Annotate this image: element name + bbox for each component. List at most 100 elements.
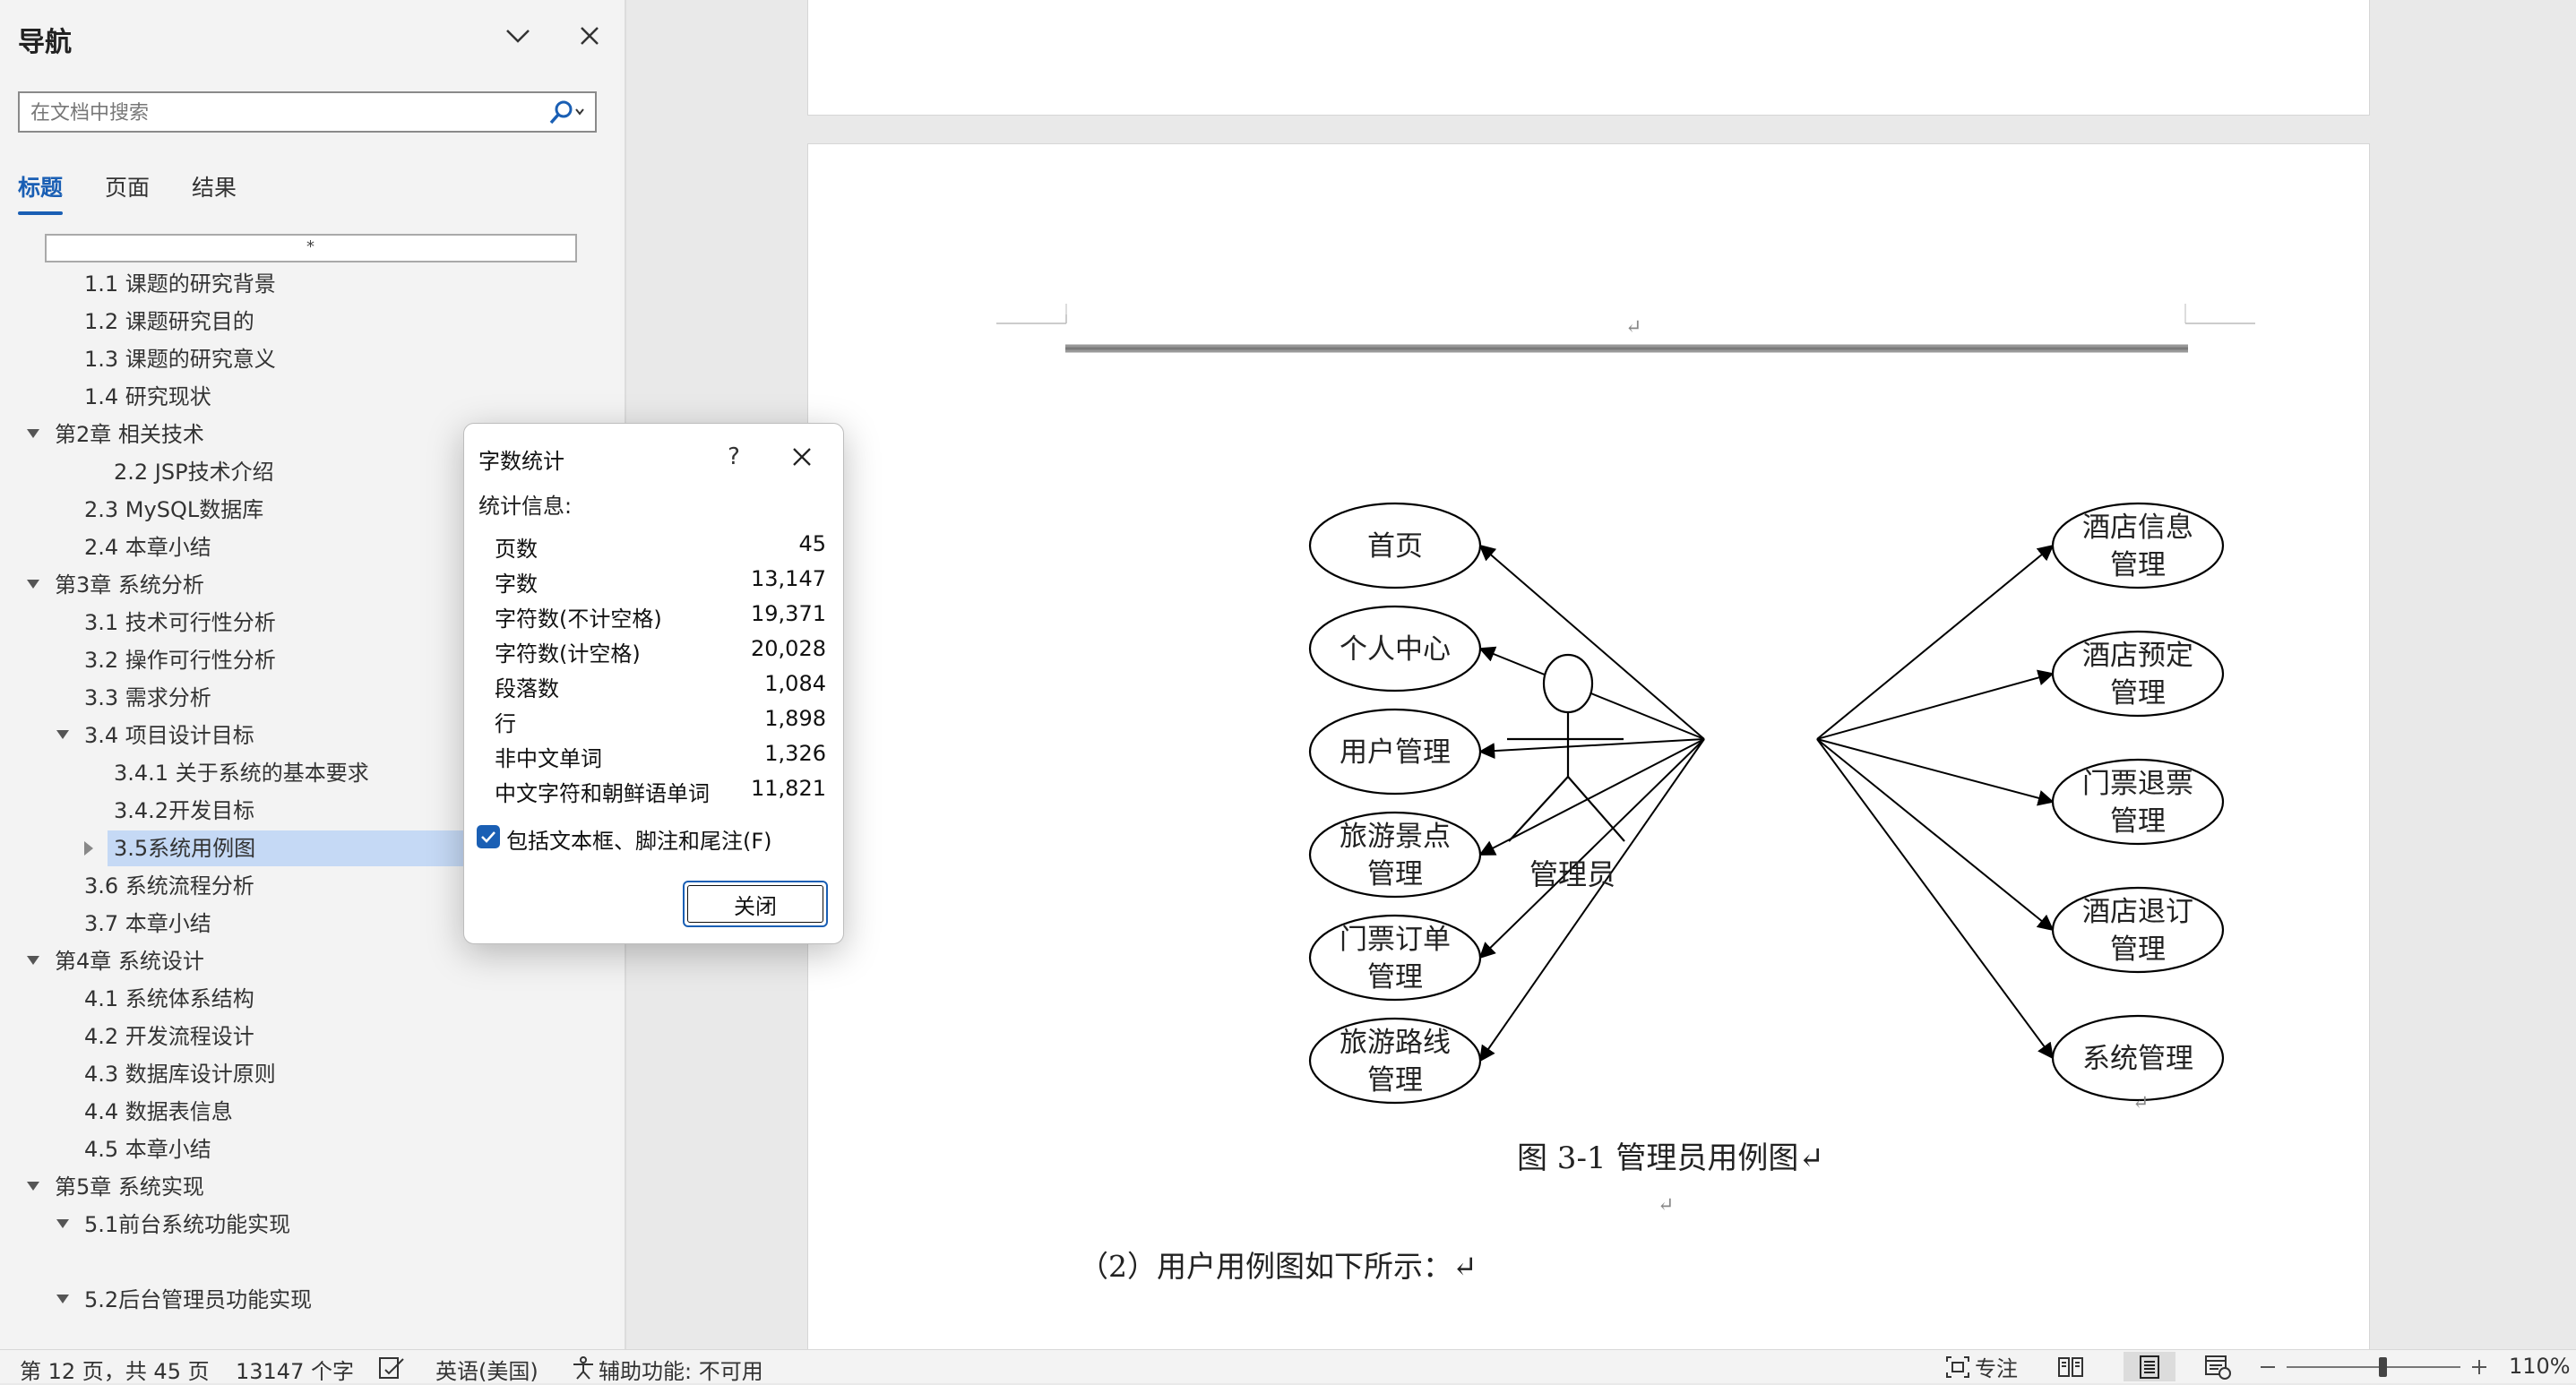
focus-label: 专注 xyxy=(1975,1356,2018,1381)
word-count[interactable]: 13147 个字 xyxy=(236,1359,354,1384)
accessibility-status[interactable]: 辅助功能: 不可用 xyxy=(599,1359,763,1384)
zoom-level[interactable]: 110% xyxy=(2509,1354,2571,1379)
heading-item[interactable]: 3.7 本章小结 xyxy=(84,911,211,936)
dialog-close-button[interactable] xyxy=(780,436,824,477)
stat-label: 页数 xyxy=(495,537,538,562)
checkbox-label[interactable]: 包括文本框、脚注和尾注(F) xyxy=(506,829,772,854)
heading-item[interactable]: 4.2 开发流程设计 xyxy=(84,1024,254,1049)
expand-arrow-icon[interactable] xyxy=(56,1295,69,1303)
zoom-out-button[interactable] xyxy=(2256,1352,2279,1381)
tab-results[interactable]: 结果 xyxy=(192,175,237,201)
stat-label: 中文字符和朝鲜语单词 xyxy=(495,781,710,806)
zoom-slider[interactable] xyxy=(2287,1357,2460,1377)
use-case-label: 管理 xyxy=(2110,933,2166,966)
current-page[interactable]: ↵ 首页个人中心用户管理旅游景点管理门票订单管理旅游路线管理 酒店信息管理酒店预… xyxy=(807,143,2370,1349)
heading-item[interactable]: 1.2 课题研究目的 xyxy=(84,309,254,334)
expand-arrow-icon[interactable] xyxy=(56,730,69,739)
heading-item[interactable]: 4.4 数据表信息 xyxy=(84,1099,233,1124)
heading-item[interactable]: 第3章 系统分析 xyxy=(55,572,204,598)
expand-arrow-icon[interactable] xyxy=(27,429,39,438)
heading-item[interactable]: 2.3 MySQL数据库 xyxy=(84,497,264,522)
use-case-label: 管理 xyxy=(1367,1064,1423,1097)
heading-item-selected[interactable]: 3.5系统用例图 xyxy=(108,830,472,866)
proofing-icon[interactable] xyxy=(378,1355,407,1381)
collapse-arrow-icon[interactable] xyxy=(84,841,93,856)
document-area[interactable]: ↵ 首页个人中心用户管理旅游景点管理门票订单管理旅游路线管理 酒店信息管理酒店预… xyxy=(626,0,2576,1349)
nav-options-button[interactable] xyxy=(498,16,538,56)
actor-label: 管理员 xyxy=(1529,857,1616,891)
heading-item[interactable]: 第4章 系统设计 xyxy=(55,949,204,974)
use-case-label: 酒店预定 xyxy=(2082,640,2193,672)
collapsed-heading[interactable]: * xyxy=(45,234,577,262)
heading-item[interactable]: 2.4 本章小结 xyxy=(84,535,211,560)
association-arrow xyxy=(1816,669,2055,740)
association-arrow xyxy=(1816,738,2055,932)
use-case-label: 旅游路线 xyxy=(1340,1027,1451,1059)
heading-item[interactable]: 4.5 本章小结 xyxy=(84,1137,211,1162)
association-arrow xyxy=(1816,544,2055,740)
expand-arrow-icon[interactable] xyxy=(56,1219,69,1228)
heading-item[interactable]: 1.3 课题的研究意义 xyxy=(84,347,276,372)
nav-title: 导航 xyxy=(18,27,72,58)
stat-row: 字符数(不计空格) 19,371 xyxy=(495,601,826,635)
stat-label: 字符数(不计空格) xyxy=(495,606,662,632)
heading-item[interactable]: 1.4 研究现状 xyxy=(84,384,211,409)
search-button[interactable] xyxy=(539,97,591,127)
heading-item[interactable]: 2.2 JSP技术介绍 xyxy=(114,460,274,485)
checkmark-icon xyxy=(481,831,495,843)
language-indicator[interactable]: 英语(美国) xyxy=(435,1359,538,1384)
print-layout-button[interactable] xyxy=(2124,1352,2175,1381)
heading-item[interactable]: 5.2后台管理员功能实现 xyxy=(84,1287,313,1312)
actor-stick-figure xyxy=(1507,653,1625,842)
tab-headings[interactable]: 标题 xyxy=(18,175,64,201)
nav-close-button[interactable] xyxy=(570,16,609,56)
use-case-label: 管理 xyxy=(2110,805,2166,838)
chevron-down-icon xyxy=(506,30,530,43)
heading-item[interactable]: 3.1 技术可行性分析 xyxy=(84,610,276,635)
heading-item[interactable]: 3.6 系统流程分析 xyxy=(84,873,254,899)
expand-arrow-icon[interactable] xyxy=(27,580,39,589)
heading-item[interactable]: 3.4 项目设计目标 xyxy=(84,723,254,748)
help-button[interactable]: ? xyxy=(711,436,756,477)
heading-item[interactable]: 3.4.2开发目标 xyxy=(114,798,255,823)
association-arrow xyxy=(1478,738,1705,760)
heading-item[interactable]: 3.3 需求分析 xyxy=(84,685,211,710)
close-button[interactable]: 关闭 xyxy=(683,881,828,927)
expand-arrow-icon[interactable] xyxy=(27,1182,39,1191)
use-case-left: 用户管理 xyxy=(1308,708,1482,796)
tab-active-indicator xyxy=(18,211,63,215)
heading-item[interactable]: 第2章 相关技术 xyxy=(55,422,204,447)
heading-item[interactable]: 3.4.1 关于系统的基本要求 xyxy=(114,761,369,786)
stat-value: 19,371 xyxy=(751,601,826,626)
use-case-label: 酒店退订 xyxy=(2082,896,2193,928)
search-input[interactable] xyxy=(29,97,534,129)
expand-arrow-icon[interactable] xyxy=(27,956,39,965)
association-arrow xyxy=(1816,738,2055,1060)
tab-pages[interactable]: 页面 xyxy=(105,175,151,201)
heading-item[interactable]: 5.1前台系统功能实现 xyxy=(84,1212,291,1237)
use-case-left: 个人中心 xyxy=(1308,605,1482,692)
use-case-label: 首页 xyxy=(1367,530,1423,563)
use-case-label: 门票退票 xyxy=(2082,768,2193,800)
zoom-slider-thumb[interactable] xyxy=(2378,1357,2387,1377)
read-mode-button[interactable] xyxy=(2054,1352,2088,1381)
stat-row: 字符数(计空格)20,028 xyxy=(495,636,826,670)
dialog-title: 字数统计 xyxy=(478,449,564,474)
heading-item[interactable]: 4.1 系统体系结构 xyxy=(84,986,254,1011)
zoom-in-button[interactable] xyxy=(2468,1352,2491,1381)
page-count[interactable]: 第 12 页，共 45 页 xyxy=(20,1359,210,1384)
heading-item[interactable]: 第5章 系统实现 xyxy=(55,1174,204,1200)
heading-item[interactable]: 3.2 操作可行性分析 xyxy=(84,648,276,673)
heading-item[interactable]: 1.1 课题的研究背景 xyxy=(84,271,276,297)
web-layout-button[interactable] xyxy=(2201,1352,2235,1381)
use-case-right: 系统管理 xyxy=(2051,1014,2225,1102)
heading-item[interactable]: 4.3 数据库设计原则 xyxy=(84,1062,276,1087)
include-textboxes-checkbox[interactable] xyxy=(477,825,500,848)
focus-mode-button[interactable]: 专注 xyxy=(1941,1352,2021,1381)
stat-label: 字数 xyxy=(495,572,538,597)
